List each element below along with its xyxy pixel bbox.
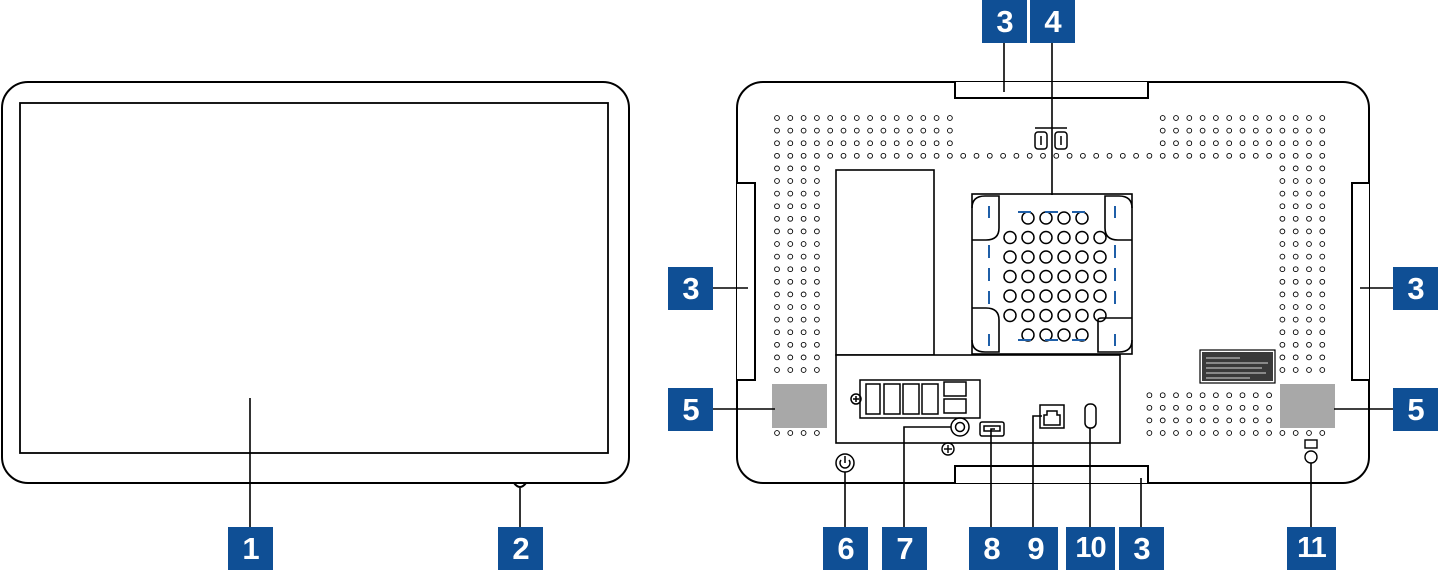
rear-view [713,42,1396,530]
bottom-slot [955,466,1148,483]
right-speaker-grille [1280,384,1335,428]
callout-left-slot: 3 [668,267,713,310]
callout-bottom-slot: 3 [1119,527,1164,570]
front-screen [20,103,608,453]
callout-right-slot: 3 [1393,267,1438,310]
front-bezel [2,82,629,483]
callout-top-slot: 3 [982,0,1027,43]
callout-screen: 1 [228,527,273,570]
callout-vesa-mount: 4 [1030,0,1075,43]
callout-ethernet-port: 9 [1013,527,1058,570]
left-slot [737,183,755,380]
callout-power-button: 6 [823,527,868,570]
callout-front-button: 2 [498,527,543,570]
callout-usb-port: 8 [969,527,1014,570]
callout-usb-c-port: 10 [1066,527,1115,570]
upper-panel [836,170,934,355]
left-speaker-grille [772,384,827,428]
callout-left-speaker: 5 [668,388,713,431]
front-view [2,82,629,527]
callout-audio-jack: 7 [882,527,927,570]
callout-kensington-lock: 11 [1287,527,1336,570]
callout-right-speaker: 5 [1393,388,1438,431]
right-slot [1352,183,1369,380]
io-panel [836,355,1120,443]
